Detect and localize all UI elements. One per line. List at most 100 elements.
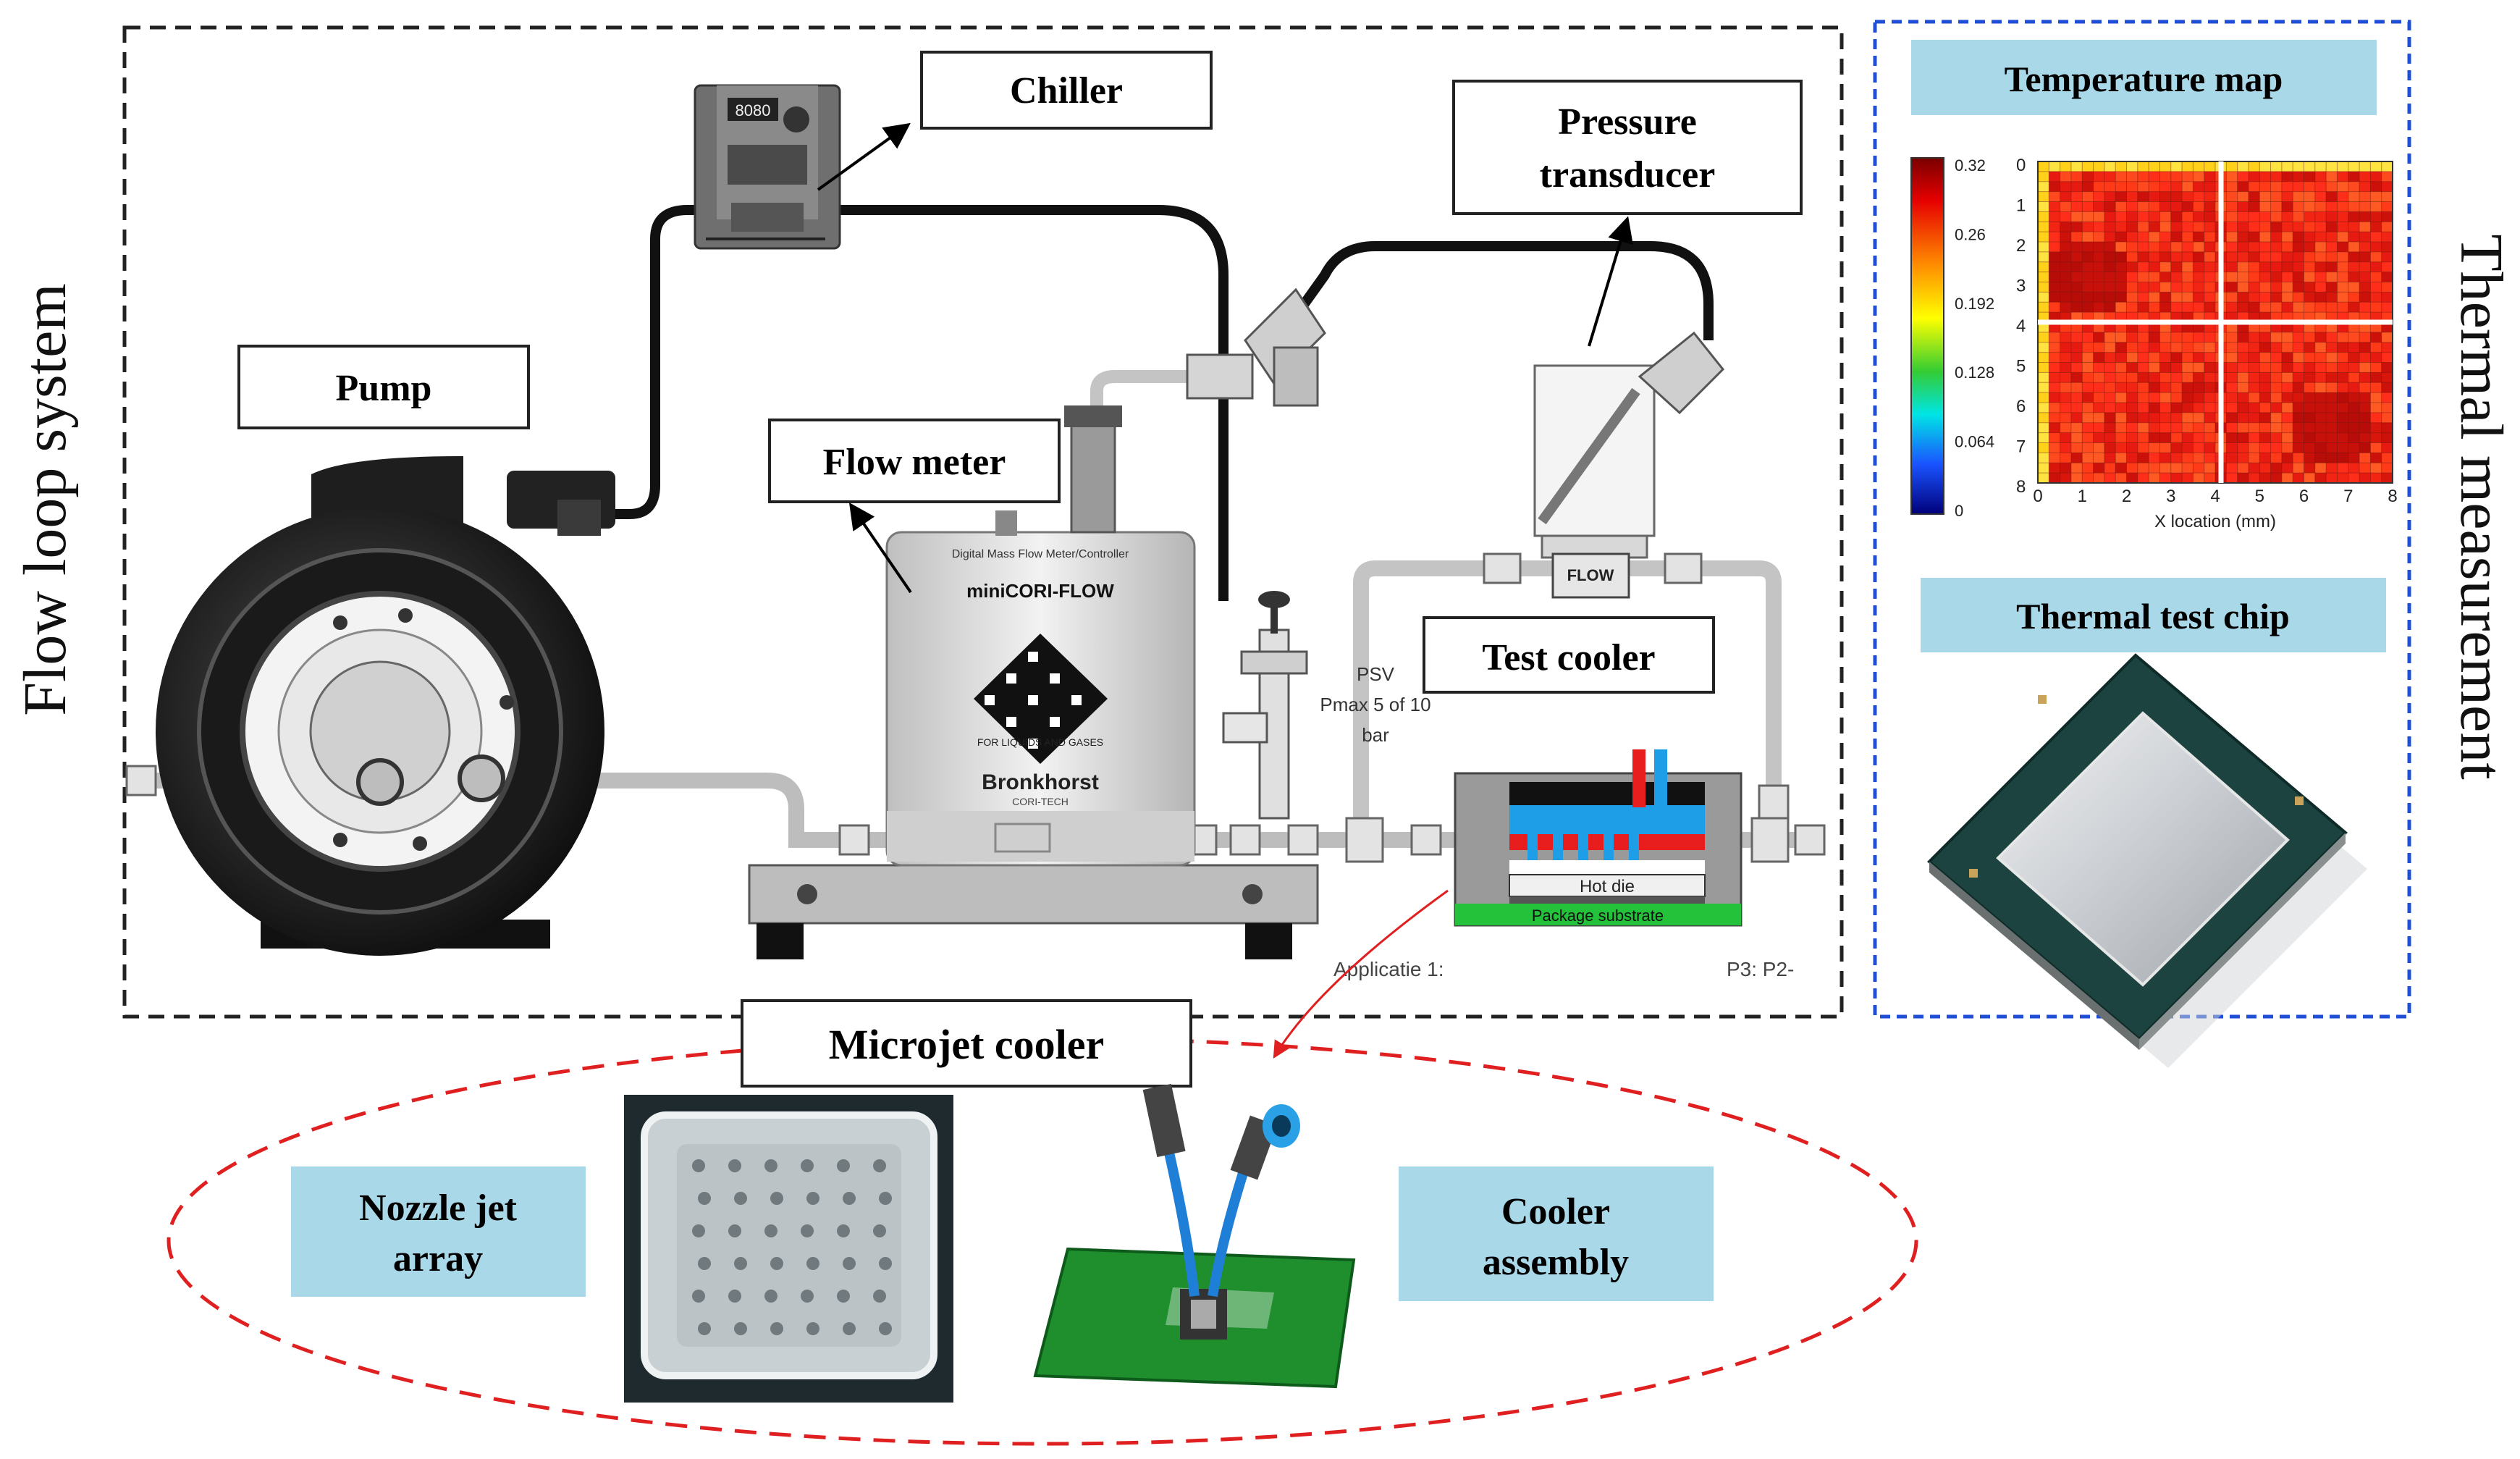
- heatmap-cell: [2281, 422, 2293, 434]
- heatmap-cell: [2293, 191, 2304, 202]
- heatmap-cell: [2270, 372, 2283, 383]
- heatmap-cell: [2193, 211, 2205, 222]
- heatmap-cell: [2159, 352, 2172, 363]
- heatmap-cell: [2060, 232, 2072, 243]
- heatmap-cell: [2248, 282, 2260, 293]
- heatmap-cell: [2193, 463, 2205, 474]
- heatmap-cell: [2137, 181, 2149, 193]
- heatmap-cell: [2070, 242, 2083, 253]
- heatmap-cell: [2104, 322, 2116, 333]
- nozzle-hole: [728, 1159, 741, 1172]
- heatmap-cell: [2370, 272, 2382, 282]
- heatmap-cell: [2049, 181, 2061, 193]
- heatmap-cell: [2104, 392, 2116, 403]
- heatmap-cell: [2126, 332, 2138, 343]
- heatmap-cell: [2060, 272, 2072, 282]
- heatmap-cell: [2359, 181, 2371, 193]
- heatmap-cell: [2381, 332, 2393, 343]
- heatmap-cell: [2237, 242, 2249, 253]
- colorbar-tick: 0.192: [1955, 295, 1994, 313]
- heatmap-cell: [2348, 211, 2360, 222]
- nozzle-hole: [837, 1224, 850, 1237]
- heatmap-cell: [2115, 432, 2127, 443]
- heatmap-cell: [2248, 232, 2260, 243]
- heatmap-cell: [2281, 222, 2293, 232]
- heatmap-cell: [2281, 403, 2293, 413]
- heatmap-cell: [2049, 473, 2061, 484]
- colorbar-tick: 0.064: [1955, 433, 1994, 451]
- heatmap-cell: [2137, 302, 2149, 313]
- heatmap-cell: [2159, 412, 2172, 424]
- heatmap-cell: [2170, 432, 2183, 443]
- label-pump: Pump: [237, 345, 530, 429]
- heatmap-cell: [2248, 453, 2260, 463]
- heatmap-cell: [2038, 422, 2049, 434]
- heatmap-cell: [2326, 342, 2338, 353]
- heatmap-cell: [2182, 261, 2194, 273]
- y-tick: 0: [2016, 156, 2026, 175]
- heatmap-cell: [2259, 322, 2271, 333]
- heatmap-cell: [2170, 392, 2183, 403]
- heatmap-cell: [2038, 201, 2049, 212]
- heatmap-cell: [2049, 432, 2061, 443]
- heatmap-cell: [2170, 272, 2183, 282]
- heatmap-cell: [2137, 453, 2149, 463]
- heatmap-cell: [2170, 473, 2183, 484]
- heatmap-cell: [2070, 442, 2083, 453]
- heatmap-cell: [2104, 302, 2116, 313]
- heatmap-cell: [2237, 403, 2249, 413]
- heatmap-cell: [2359, 342, 2371, 353]
- heatmap-cell: [2126, 412, 2138, 424]
- heatmap-cell: [2193, 171, 2205, 182]
- heatmap-cell: [2159, 282, 2172, 293]
- heatmap-cell: [2293, 201, 2304, 212]
- heatmap-cell: [2370, 282, 2382, 293]
- heatmap-cell: [2060, 372, 2072, 383]
- heatmap-cell: [2237, 412, 2249, 424]
- heatmap-cell: [2226, 232, 2238, 243]
- flowmeter-liquids: FOR LIQUIDS AND GASES: [977, 736, 1103, 748]
- heatmap-cell: [2237, 422, 2249, 434]
- heatmap-cell: [2159, 442, 2172, 453]
- pump-device: [156, 456, 615, 956]
- heatmap-cell: [2070, 292, 2083, 303]
- heatmap-cell: [2070, 232, 2083, 243]
- heatmap-cell: [2337, 211, 2349, 222]
- heatmap-cell: [2182, 191, 2194, 202]
- heatmap-cell: [2149, 432, 2160, 443]
- heatmap-cell: [2348, 261, 2360, 273]
- heatmap-cell: [2093, 302, 2105, 313]
- heatmap-cell: [2049, 412, 2061, 424]
- heatmap-cell: [2159, 191, 2172, 202]
- heatmap-cell: [2293, 232, 2304, 243]
- heatmap-cell: [2070, 463, 2083, 474]
- heatmap-cell: [2060, 342, 2072, 353]
- heatmap-cell: [2049, 292, 2061, 303]
- heatmap-cell: [2348, 191, 2360, 202]
- heatmap-cell: [2082, 342, 2094, 353]
- heatmap-cell: [2370, 442, 2382, 453]
- nozzle-hole: [734, 1192, 747, 1205]
- heatmap-cell: [2093, 453, 2105, 463]
- heatmap-cell: [2149, 211, 2160, 222]
- heatmap-cell: [2348, 412, 2360, 424]
- heatmap-cell: [2093, 342, 2105, 353]
- heatmap-cell: [2170, 453, 2183, 463]
- psv-line1: PSV: [1357, 663, 1395, 685]
- heatmap-cell: [2226, 181, 2238, 193]
- heatmap-cell: [2237, 191, 2249, 202]
- heatmap-cell: [2049, 222, 2061, 232]
- heatmap-cell: [2359, 232, 2371, 243]
- heatmap-cell: [2326, 302, 2338, 313]
- heatmap-cell: [2381, 201, 2393, 212]
- heatmap-cell: [2093, 432, 2105, 443]
- heatmap-cell: [2314, 211, 2327, 222]
- heatmap-cell: [2137, 412, 2149, 424]
- heatmap-cell: [2104, 362, 2116, 373]
- heatmap-cell: [2281, 282, 2293, 293]
- heatmap-cell: [2204, 352, 2216, 363]
- heatmap-cell: [2038, 463, 2049, 474]
- heatmap-cell: [2126, 171, 2138, 182]
- heatmap-cell: [2070, 251, 2083, 263]
